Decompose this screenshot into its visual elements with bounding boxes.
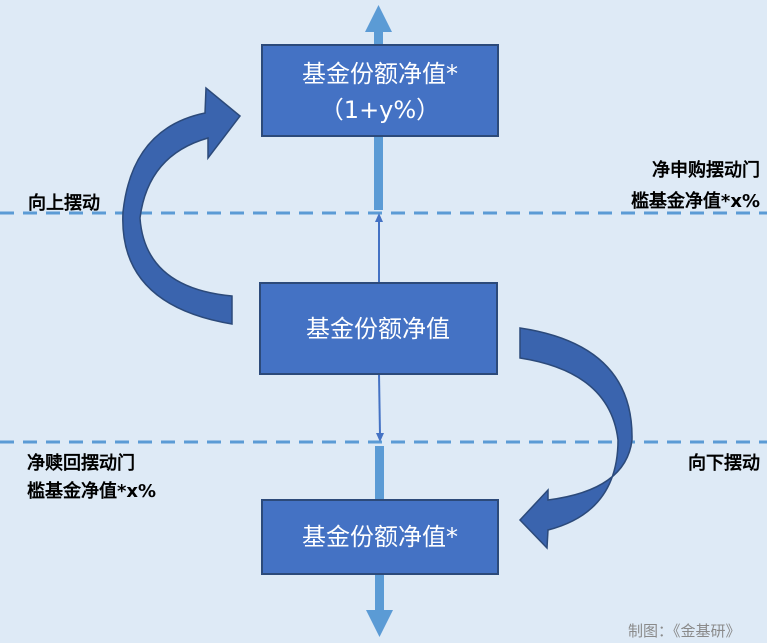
nav-box: 基金份额净值 bbox=[259, 282, 498, 375]
nav-up-line1: 基金份额净值* bbox=[302, 60, 458, 88]
nav-down-box: 基金份额净值* bbox=[261, 499, 499, 575]
subscription-threshold-line2: 槛基金净值*x% bbox=[631, 190, 760, 212]
curved-up-arrow bbox=[122, 86, 242, 325]
thin-up-arrow bbox=[375, 213, 383, 283]
nav-up-line2: （1+y%） bbox=[320, 96, 440, 124]
swing-down-label: 向下摆动 bbox=[688, 452, 760, 474]
swing-up-label: 向上摆动 bbox=[28, 192, 100, 214]
thin-down-arrow bbox=[376, 373, 384, 442]
nav-label: 基金份额净值 bbox=[306, 315, 450, 343]
watermark: 制图：《金基研》 bbox=[628, 622, 741, 640]
nav-up-box: 基金份额净值* （1+y%） bbox=[261, 44, 499, 137]
curved-down-arrow bbox=[518, 327, 633, 550]
nav-down-label: 基金份额净值* bbox=[302, 523, 458, 551]
redemption-threshold-line1: 净赎回摆动门 bbox=[27, 452, 135, 474]
subscription-threshold-line1: 净申购摆动门 bbox=[652, 159, 760, 181]
redemption-threshold-line2: 槛基金净值*x% bbox=[27, 480, 156, 502]
